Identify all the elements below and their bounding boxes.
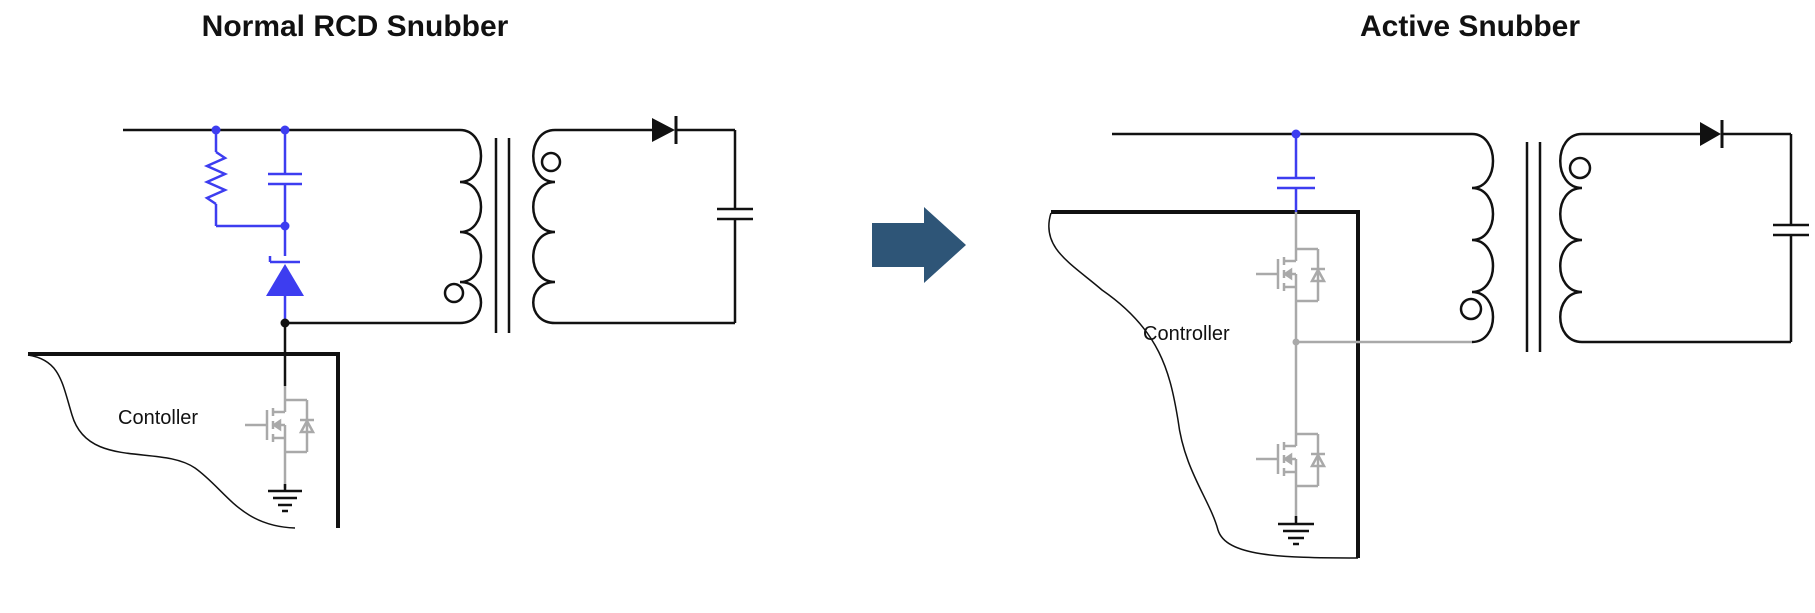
controller-label: Controller: [1143, 323, 1230, 345]
controller-label: Contoller: [118, 407, 198, 429]
resistor-icon: [203, 150, 229, 206]
clamp-node: [1291, 129, 1301, 139]
secondary-winding: [532, 128, 556, 325]
secondary-winding: [1559, 132, 1583, 344]
low-side-switch: [243, 323, 316, 488]
diagram-title-active-snubber: Active Snubber: [1359, 10, 1581, 43]
mosfet-icon: [243, 384, 316, 466]
active-snubber-diagram: Controller: [1048, 120, 1809, 559]
ground-icon: [268, 484, 302, 513]
low-side-mosfet-icon: [1254, 418, 1327, 500]
transformer-core: [1525, 142, 1542, 352]
output-circuit: [555, 128, 753, 325]
main-wiring: [123, 128, 460, 325]
primary-winding: [1471, 132, 1495, 344]
output-diode-icon: [1700, 120, 1724, 148]
high-side-mosfet-icon: [1254, 233, 1327, 315]
secondary-dot: [1568, 156, 1592, 180]
controller-block: Contoller: [27, 352, 340, 529]
half-bridge-switches: [1254, 212, 1327, 520]
primary-dot: [443, 282, 465, 304]
secondary-dot: [540, 151, 562, 173]
output-circuit: [1582, 132, 1809, 344]
rcd-snubber-network: [203, 125, 304, 323]
clamp-capacitor-icon: [1277, 134, 1315, 212]
rcd-snubber-diagram: Contoller: [27, 116, 753, 529]
ground-icon: [1278, 516, 1314, 546]
arrow-right-icon: [872, 207, 966, 283]
primary-winding: [459, 128, 483, 325]
snubber-diode-icon: [266, 264, 304, 296]
transformer-core: [494, 138, 511, 333]
diagram-title-normal-rcd-snubber: Normal RCD Snubber: [201, 10, 509, 43]
controller-block: Controller: [1048, 210, 1360, 559]
primary-dot: [1459, 297, 1483, 321]
output-diode-icon: [652, 116, 678, 144]
